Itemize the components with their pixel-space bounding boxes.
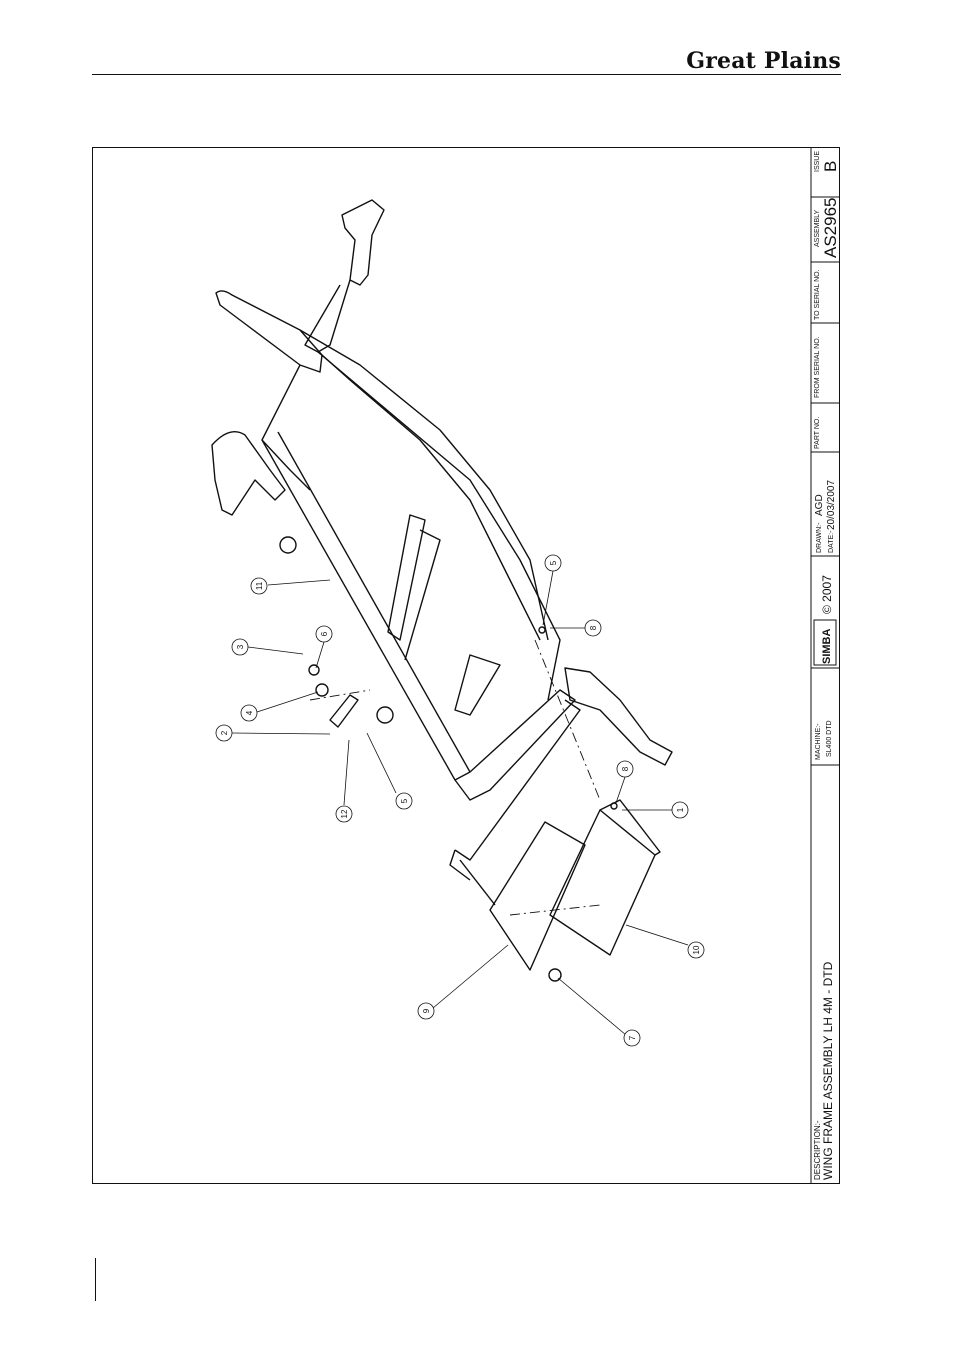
svg-text:1: 1 (676, 807, 685, 812)
wing-frame-line-art (212, 200, 672, 981)
drawn-label: DRAWN:- (816, 522, 823, 553)
copyright-text: © 2007 (820, 575, 834, 614)
description-text: WING FRAME ASSEMBLY LH 4M - DTD (821, 961, 835, 1180)
svg-text:5: 5 (549, 560, 558, 565)
drawn-value: AGD (814, 494, 825, 516)
svg-text:12: 12 (340, 809, 349, 818)
callout-balloons (216, 555, 704, 1046)
simba-logo: SIMBA (814, 620, 836, 665)
issue-label: ISSUE (814, 151, 821, 172)
issue-value: B (821, 161, 840, 172)
callout-leaders (232, 571, 688, 1035)
to-serial-label: TO SERIAL NO. (814, 269, 821, 320)
assembly-label: ASSEMBLY (814, 209, 821, 247)
svg-text:6: 6 (320, 631, 329, 636)
machine-label: MACHINE:- (815, 723, 822, 760)
date-label: DATE:- (828, 530, 835, 553)
part-no-label: PART NO. (814, 417, 821, 449)
svg-text:9: 9 (422, 1008, 431, 1013)
svg-text:11: 11 (255, 581, 264, 590)
assembly-number: AS2965 (821, 198, 840, 259)
dashed-centrelines (310, 640, 600, 915)
callout-numbers: 11 3 6 4 2 12 5 5 8 8 1 10 9 7 (220, 560, 701, 1040)
svg-text:8: 8 (621, 766, 630, 771)
from-serial-label: FROM SERIAL NO. (814, 336, 821, 398)
svg-text:2: 2 (220, 730, 229, 735)
svg-text:7: 7 (628, 1035, 637, 1040)
svg-text:4: 4 (245, 710, 254, 715)
machine-text: SL400 DTD (826, 720, 833, 757)
svg-text:SIMBA: SIMBA (821, 629, 833, 665)
date-value: 20/03/2007 (826, 480, 837, 530)
svg-text:5: 5 (400, 798, 409, 803)
svg-text:10: 10 (692, 945, 701, 954)
svg-text:8: 8 (589, 625, 598, 630)
svg-text:3: 3 (236, 644, 245, 649)
